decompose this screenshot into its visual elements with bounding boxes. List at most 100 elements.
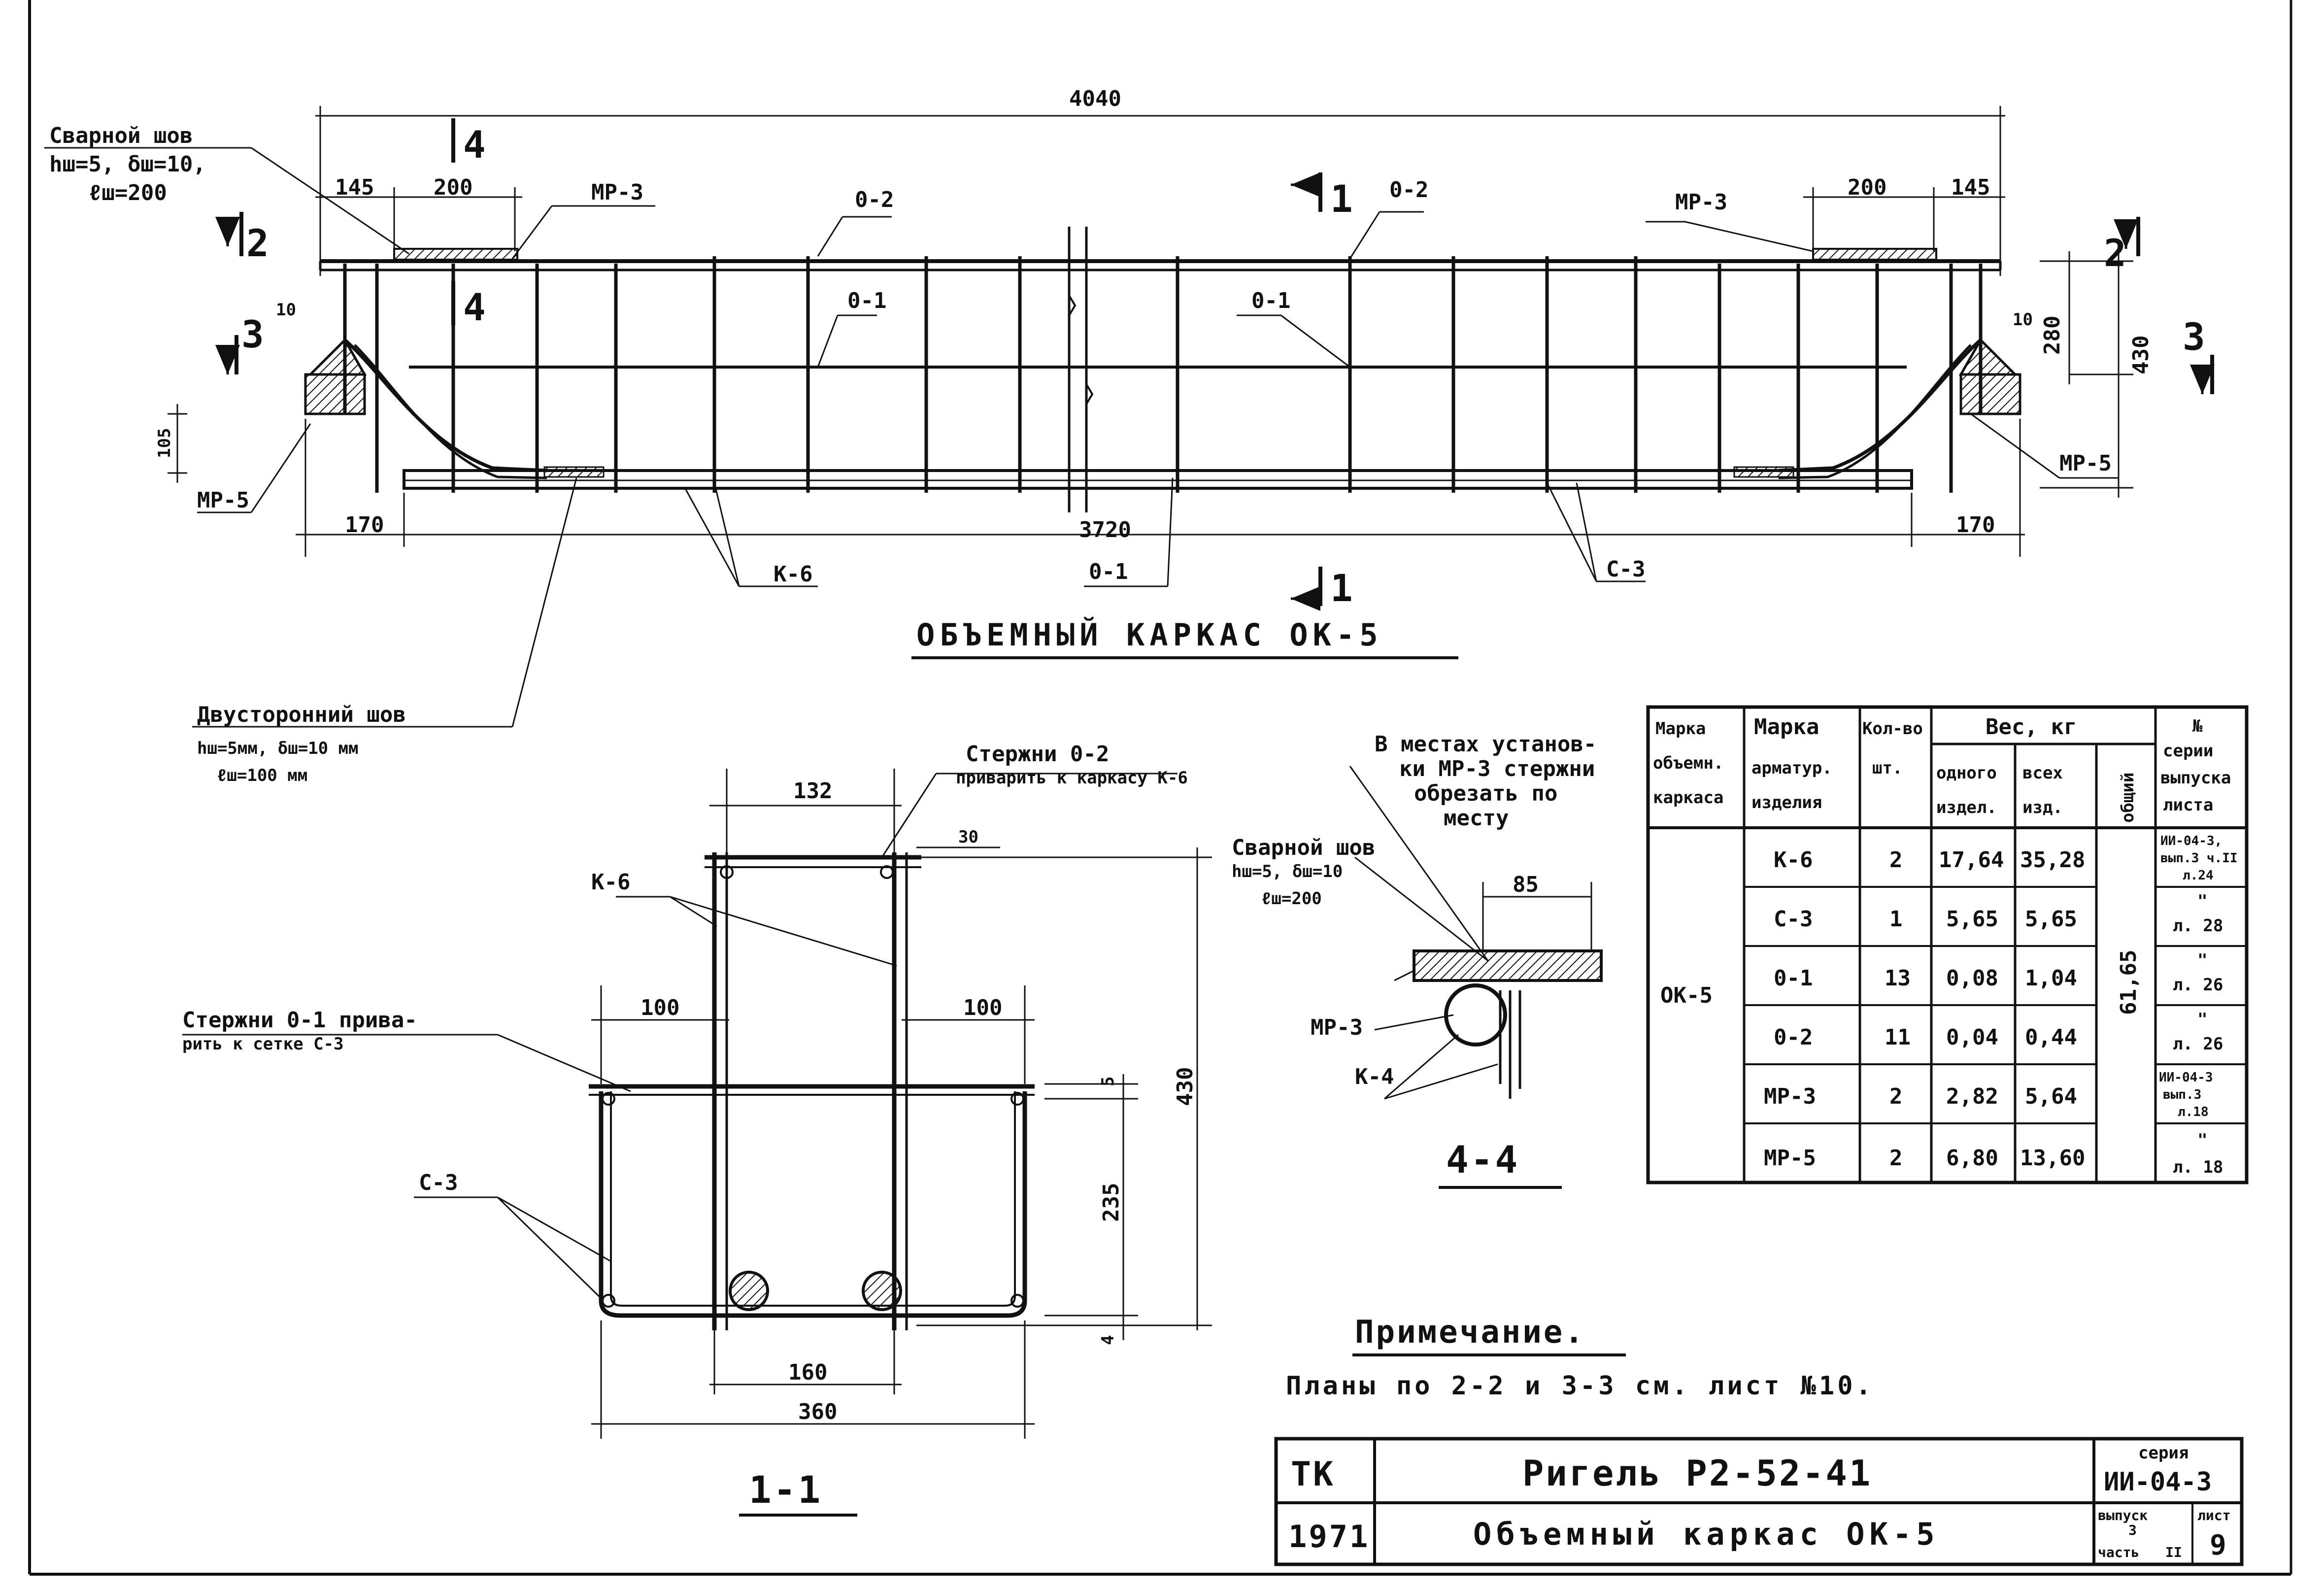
row-ref2: л. 26 — [2173, 1034, 2223, 1054]
note-4-4-line1: В местах установ- — [1375, 732, 1596, 757]
th-one-1: одного — [1936, 763, 1997, 783]
table-total: 61,65 — [2116, 950, 2141, 1015]
label-k4: К-4 — [1355, 1064, 1394, 1089]
row-ref1: ИИ-04-3, — [2160, 834, 2222, 848]
break-line — [1068, 227, 1094, 512]
th-mark-frame-1: Марка — [1655, 719, 1706, 739]
th-series-4: листа — [2163, 795, 2213, 815]
section-mark-1-top: 1 — [1330, 177, 1355, 221]
section-1-1-title: 1-1 — [749, 1468, 822, 1512]
section-mark-2-left: 2 — [246, 221, 271, 265]
weld-bottom-left — [543, 466, 605, 478]
table-frame: ОК-5 — [1660, 983, 1713, 1008]
note-o2-line2: приварить к каркасу К-6 — [956, 768, 1188, 788]
label-k6-section: К-6 — [591, 870, 630, 895]
label-mp5-left: МР-5 — [197, 488, 249, 513]
dim-85: 85 — [1513, 872, 1539, 897]
row-all: 35,28 — [2020, 847, 2085, 873]
label-k6: К-6 — [774, 562, 812, 587]
plate-mp3-left — [393, 248, 518, 261]
row-all: 5,64 — [2025, 1084, 2077, 1109]
row-ref2: л. 26 — [2173, 975, 2223, 995]
dim-105: 105 — [155, 428, 174, 458]
th-series-3: выпуска — [2160, 768, 2231, 788]
th-total: общий — [2118, 773, 2138, 823]
tb-subtitle: Объемный каркас ОК-5 — [1473, 1516, 1940, 1552]
dim-360: 360 — [798, 1399, 837, 1424]
anchor-mp5-right — [1778, 338, 2021, 479]
dim-right-200: 200 — [1848, 175, 1886, 200]
row-ref3: л.18 — [2178, 1105, 2209, 1119]
section-mark-1-bottom: 1 — [1330, 566, 1355, 610]
row-item: К-6 — [1774, 847, 1813, 873]
section-4-4-title: 4-4 — [1446, 1138, 1519, 1182]
row-item: МР-3 — [1764, 1084, 1816, 1109]
dimension-lines — [168, 106, 2133, 557]
row-ref1: " — [2197, 891, 2207, 911]
dim-235: 235 — [1099, 1183, 1124, 1222]
main-view — [44, 106, 2215, 728]
leader-lines — [44, 147, 2119, 728]
spec-table-text: Марка объемн. каркаса Марка арматур. изд… — [1653, 714, 2238, 1177]
section-mark-4-top: 4 — [463, 123, 488, 167]
th-all-1: всех — [2022, 763, 2063, 783]
row-all: 5,65 — [2025, 907, 2077, 932]
top-chord — [319, 259, 2002, 271]
row-qty: 1 — [1889, 907, 1903, 932]
section-4-4-text: 85 МР-3 К-4 В местах установ- ки МР-3 ст… — [1232, 732, 1596, 1189]
note-4-4-line2: ки МР-3 стержни — [1399, 756, 1595, 781]
weld-note-double-line1: Двусторонний шов — [197, 702, 406, 727]
note-block: Примечание. Планы по 2-2 и 3-3 см. лист … — [1286, 1314, 1874, 1401]
tb-sheet-label: лист — [2197, 1507, 2230, 1523]
note-4-4-line3: обрезать по — [1414, 781, 1557, 806]
section-1-1-text: 132 30 100 100 430 235 5 4 160 360 К-6 С… — [182, 742, 1198, 1517]
anchor-mp5-left — [304, 338, 547, 479]
label-c3: С-3 — [1606, 557, 1645, 582]
label-o1-upper-right: 0-1 — [1251, 288, 1290, 313]
row-ref2: л. 28 — [2173, 916, 2223, 936]
row-ref1: " — [2197, 950, 2207, 970]
section-cut-marks — [215, 118, 2215, 611]
section-mark-2-right: 2 — [2104, 231, 2128, 275]
row-ref2: вып.3 — [2163, 1087, 2201, 1102]
weld-4-4-line1: Сварной шов — [1232, 835, 1375, 860]
label-o1-bottom: 0-1 — [1089, 559, 1128, 584]
weld-4-4-line3: ℓш=200 — [1261, 889, 1322, 909]
section-mark-3-left: 3 — [241, 312, 266, 356]
stirrups — [343, 256, 1983, 493]
section-4-4 — [1349, 766, 1603, 1100]
section-mark-3-right: 3 — [2183, 315, 2207, 359]
title-block-text: ТК 1971 Ригель Р2-52-41 Объемный каркас … — [1288, 1443, 2230, 1561]
dim-132: 132 — [793, 778, 832, 804]
row-qty: 2 — [1889, 847, 1903, 873]
dim-5: 5 — [1098, 1077, 1118, 1086]
title-block — [1274, 1437, 2244, 1566]
dim-430: 430 — [2128, 336, 2154, 374]
row-qty: 11 — [1885, 1025, 1911, 1050]
note-4-4-line4: месту — [1444, 806, 1509, 831]
th-mark-item-3: изделия — [1751, 793, 1822, 812]
tb-series: ИИ-04-3 — [2104, 1467, 2212, 1497]
row-ref2: л. 18 — [2173, 1157, 2223, 1177]
label-o2-left: 0-2 — [855, 187, 894, 212]
th-one-2: издел. — [1936, 798, 1997, 817]
label-o2-right: 0-2 — [1389, 177, 1428, 203]
note-o1-line1: Стержни 0-1 прива- — [182, 1008, 417, 1033]
row-qty: 2 — [1889, 1146, 1903, 1171]
label-mp3-right: МР-3 — [1675, 190, 1727, 215]
dim-inner: 3720 — [1079, 517, 1131, 542]
note-text: Планы по 2-2 и 3-3 см. лист №10. — [1286, 1371, 1874, 1401]
row-ref1: " — [2197, 1010, 2207, 1029]
row-one: 0,04 — [1946, 1025, 1998, 1050]
dim-30: 30 — [958, 827, 978, 847]
dim-100-right: 100 — [963, 995, 1002, 1020]
row-one: 6,80 — [1946, 1146, 1998, 1171]
note-o1-line2: рить к сетке С-3 — [182, 1034, 344, 1054]
section-mark-4-bottom: 4 — [463, 285, 488, 329]
tb-org: ТК — [1291, 1455, 1335, 1494]
note-title: Примечание. — [1355, 1314, 1585, 1351]
dim-100-left: 100 — [640, 995, 679, 1020]
weld-note-double-line2: hш=5мм, δш=10 мм — [197, 739, 359, 758]
dim-10-right: 10 — [2013, 310, 2033, 330]
